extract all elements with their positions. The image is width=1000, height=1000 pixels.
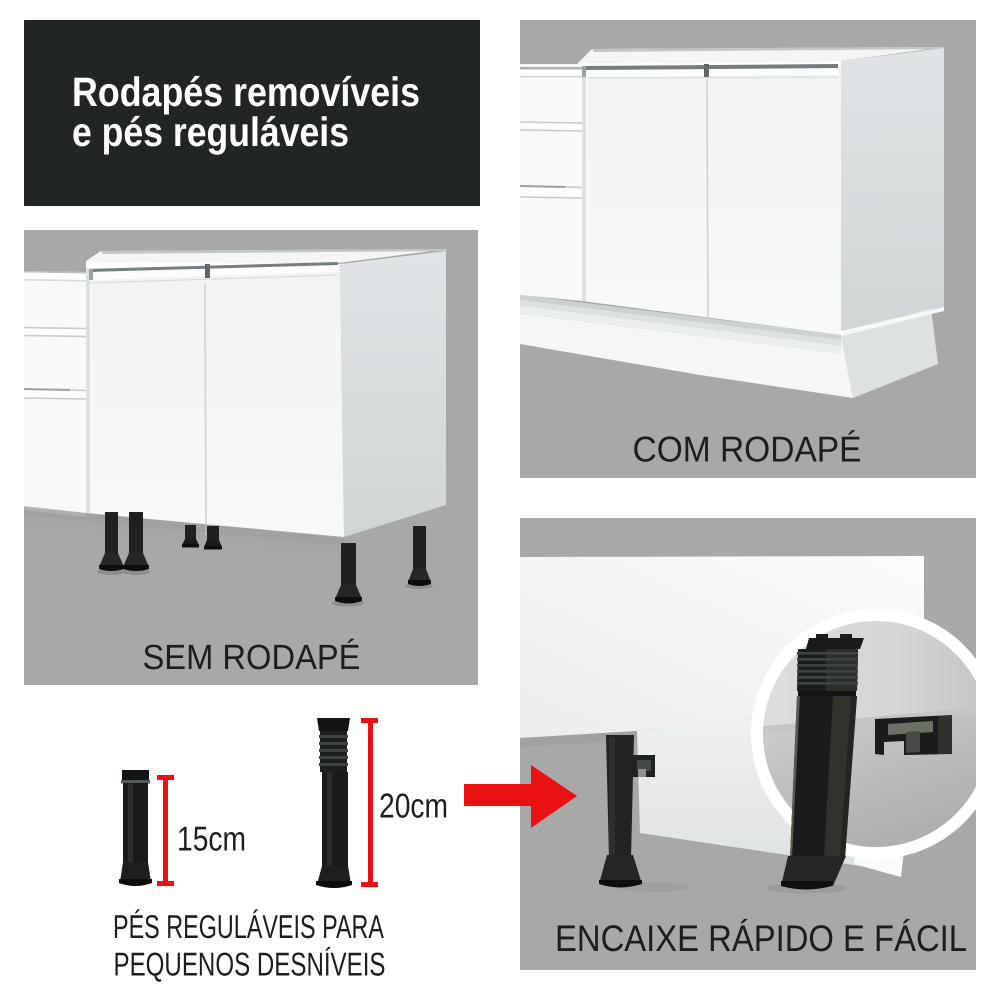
- svg-text:e pés reguláveis: e pés reguláveis: [72, 109, 349, 155]
- svg-text:20cm: 20cm: [379, 788, 448, 826]
- svg-text:COM RODAPÉ: COM RODAPÉ: [633, 429, 862, 470]
- svg-text:PEQUENOS DESNÍVEIS: PEQUENOS DESNÍVEIS: [114, 946, 386, 983]
- svg-text:SEM RODAPÉ: SEM RODAPÉ: [143, 638, 361, 677]
- svg-text:Rodapés removíveis: Rodapés removíveis: [72, 69, 420, 115]
- svg-text:15cm: 15cm: [177, 821, 246, 859]
- svg-text:PÉS REGULÁVEIS PARA: PÉS REGULÁVEIS PARA: [113, 908, 384, 945]
- svg-text:ENCAIXE RÁPIDO E FÁCIL: ENCAIXE RÁPIDO E FÁCIL: [555, 918, 967, 959]
